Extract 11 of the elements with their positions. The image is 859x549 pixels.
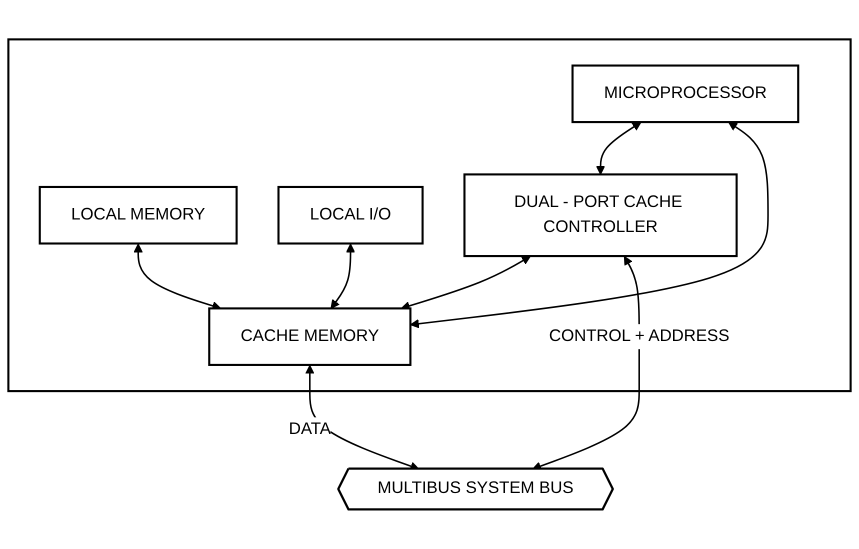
node-box: LOCAL MEMORY (38, 186, 238, 245)
cluster (7, 38, 852, 392)
arrow (410, 122, 769, 328)
edge-label: DATA (288, 420, 331, 438)
arrow (330, 244, 356, 309)
node-box: CACHE MEMORY (208, 307, 412, 366)
node-box: DUAL - PORT CACHE CONTROLLER (463, 173, 738, 258)
node-box: LOCAL I/O (277, 186, 424, 245)
node-box: MICROPROCESSOR (572, 64, 800, 124)
arrow (596, 122, 642, 175)
edge-label: CONTROL + ADDRESS (548, 327, 730, 346)
